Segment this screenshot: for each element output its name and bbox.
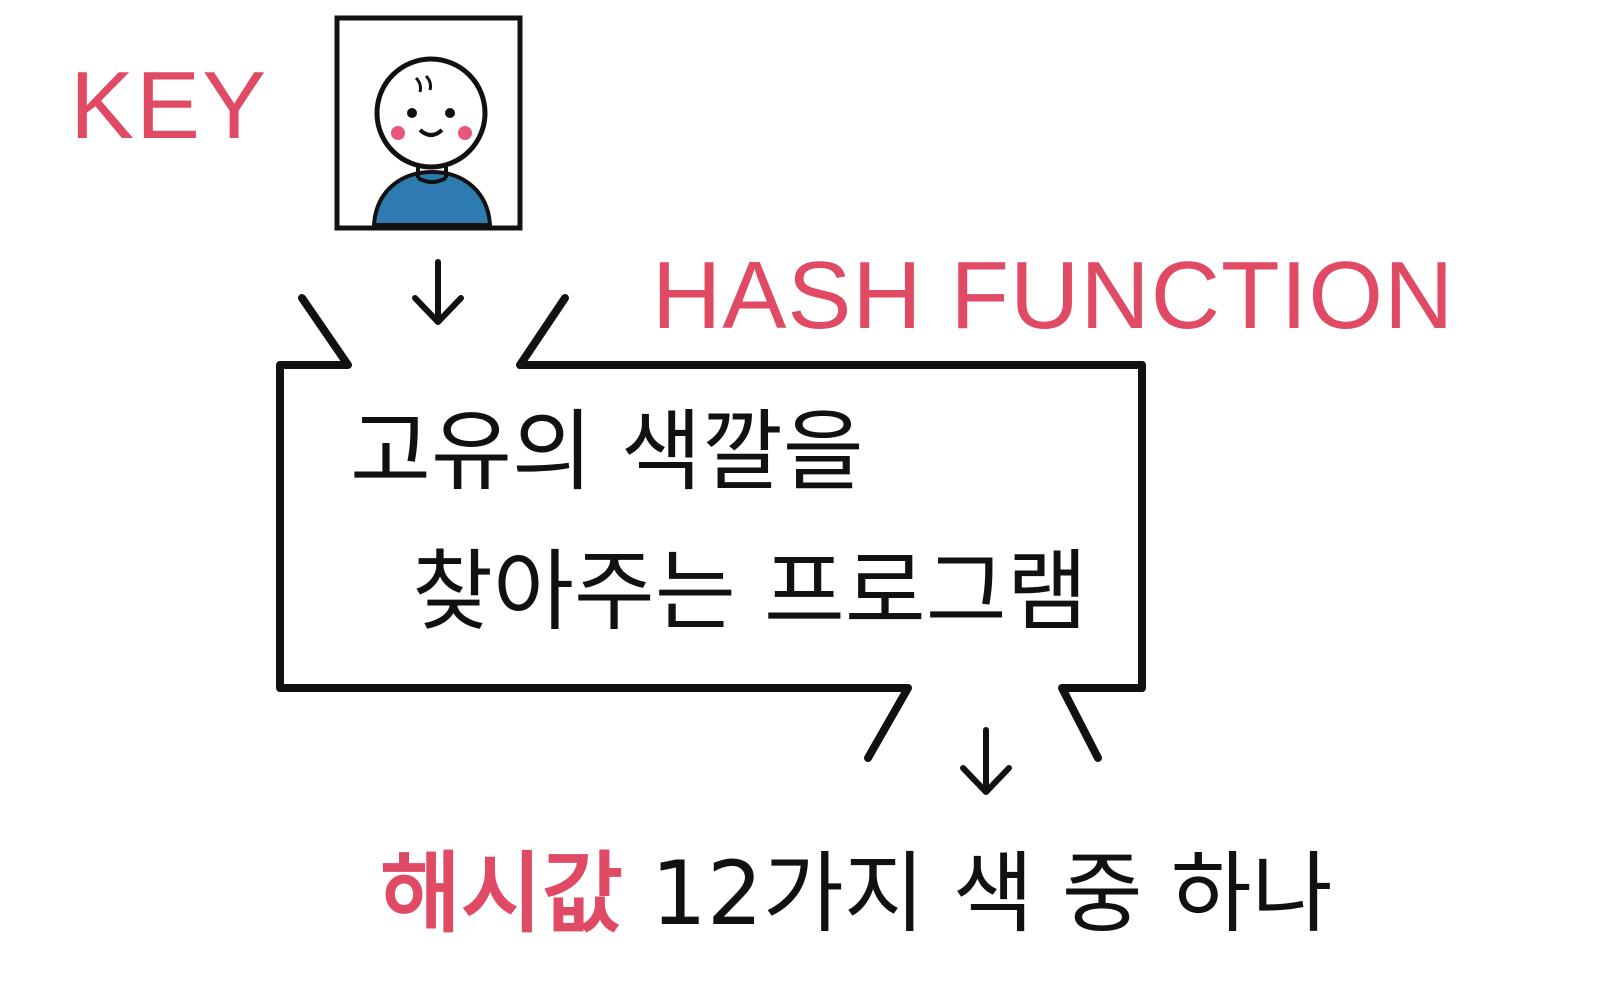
hash-value-label: 해시값 <box>380 842 623 945</box>
key-label: KEY <box>70 52 269 159</box>
function-description-line2: 찾아주는 프로그램 <box>412 540 1088 643</box>
hash-function-label: HASH FUNCTION <box>652 242 1455 349</box>
person-portrait-icon <box>334 15 523 231</box>
arrow-down-icon <box>412 259 464 325</box>
hash-value-description: 12가지 색 중 하나 <box>650 842 1333 945</box>
hash-function-box <box>276 294 1146 762</box>
arrow-down-icon <box>960 727 1012 795</box>
function-description-line1: 고유의 색깔을 <box>350 400 864 503</box>
